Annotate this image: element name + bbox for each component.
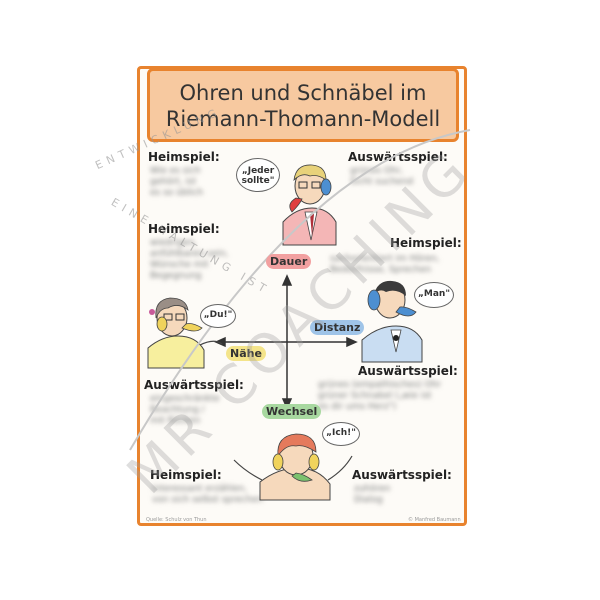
label-heimspiel-mid-right: Heimspiel: — [390, 236, 462, 250]
title-line-1: Ohren und Schnäbel im — [179, 81, 427, 105]
text-bottom-right: zuhören Dialog — [354, 484, 391, 505]
label-auswaertsspiel-lower-right: Auswärtsspiel: — [358, 364, 458, 378]
axis-label-dauer: Dauer — [266, 254, 312, 269]
speech-bubble-top: „Jeder sollte" — [236, 158, 280, 192]
footer-source: Quelle: Schulz von Thun — [146, 517, 207, 523]
text-lower-right: grünes (empathisches) Ohr grüner Schnabe… — [318, 380, 442, 412]
title-banner: Ohren und Schnäbel im Riemann-Thomann-Mo… — [147, 68, 459, 142]
label-auswaertsspiel-top-right: Auswärtsspiel: — [348, 150, 448, 164]
figure-bottom — [233, 433, 353, 501]
figure-top — [282, 164, 337, 246]
text-top-right: grünes Ohr, Sicht suchend — [350, 166, 414, 187]
watermark — [129, 129, 471, 451]
figure-left — [147, 297, 223, 369]
text-mid-right: sachorientiert im Hören, Bedürfnisse, Sp… — [330, 254, 440, 275]
footer-copyright: © Manfred Baumann — [408, 517, 461, 523]
label-heimspiel-top-left: Heimspiel: — [148, 150, 220, 164]
axis-label-wechsel: Wechsel — [262, 404, 322, 419]
title-line-2: Riemann-Thomann-Modell — [165, 107, 441, 131]
figure-right — [361, 280, 423, 363]
label-heimspiel-mid-left: Heimspiel: — [148, 222, 220, 236]
speech-bubble-right: „Man" — [414, 282, 454, 308]
text-mid-left: wiedrigen, anfühlbaren sein, Wünsche mit… — [150, 238, 229, 281]
text-lower-left: eingeschränkte Beachtung / mit Rücken — [150, 394, 220, 426]
axes — [214, 274, 358, 410]
text-bottom-left: interessant erzählen, von sich selbst sp… — [152, 484, 263, 505]
speech-bubble-bottom: „Ich!" — [322, 422, 360, 446]
axis-label-naehe: Nähe — [226, 346, 266, 361]
label-auswaertsspiel-bottom-right: Auswärtsspiel: — [352, 468, 452, 482]
text-top-left: Wie es sich gehört, ist es so üblich — [150, 166, 204, 198]
axis-label-distanz: Distanz — [310, 320, 365, 335]
speech-bubble-left: „Du!" — [200, 304, 236, 328]
label-heimspiel-bottom-left: Heimspiel: — [150, 468, 222, 482]
